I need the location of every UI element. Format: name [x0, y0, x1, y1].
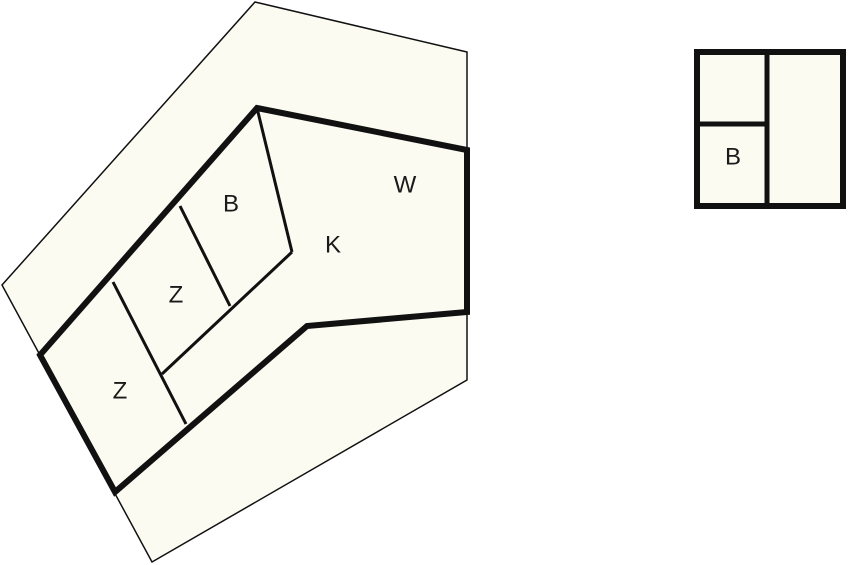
room-label-z-upper: Z — [169, 282, 184, 309]
wall-b-right — [255, 107, 294, 253]
small-plan-outline — [694, 49, 846, 209]
room-label-z-lower: Z — [113, 378, 128, 405]
room-label-b: B — [223, 191, 239, 218]
wall-z-z — [111, 281, 188, 425]
interior-walls — [111, 107, 294, 425]
wall-corridor-upper — [160, 250, 294, 376]
building-outline — [36, 104, 470, 497]
small-plan-room-label-b: B — [725, 144, 741, 171]
small-plan: B — [694, 49, 846, 209]
room-label-k: K — [325, 232, 341, 259]
wall-b-z — [178, 205, 232, 307]
room-label-w: W — [394, 172, 417, 199]
